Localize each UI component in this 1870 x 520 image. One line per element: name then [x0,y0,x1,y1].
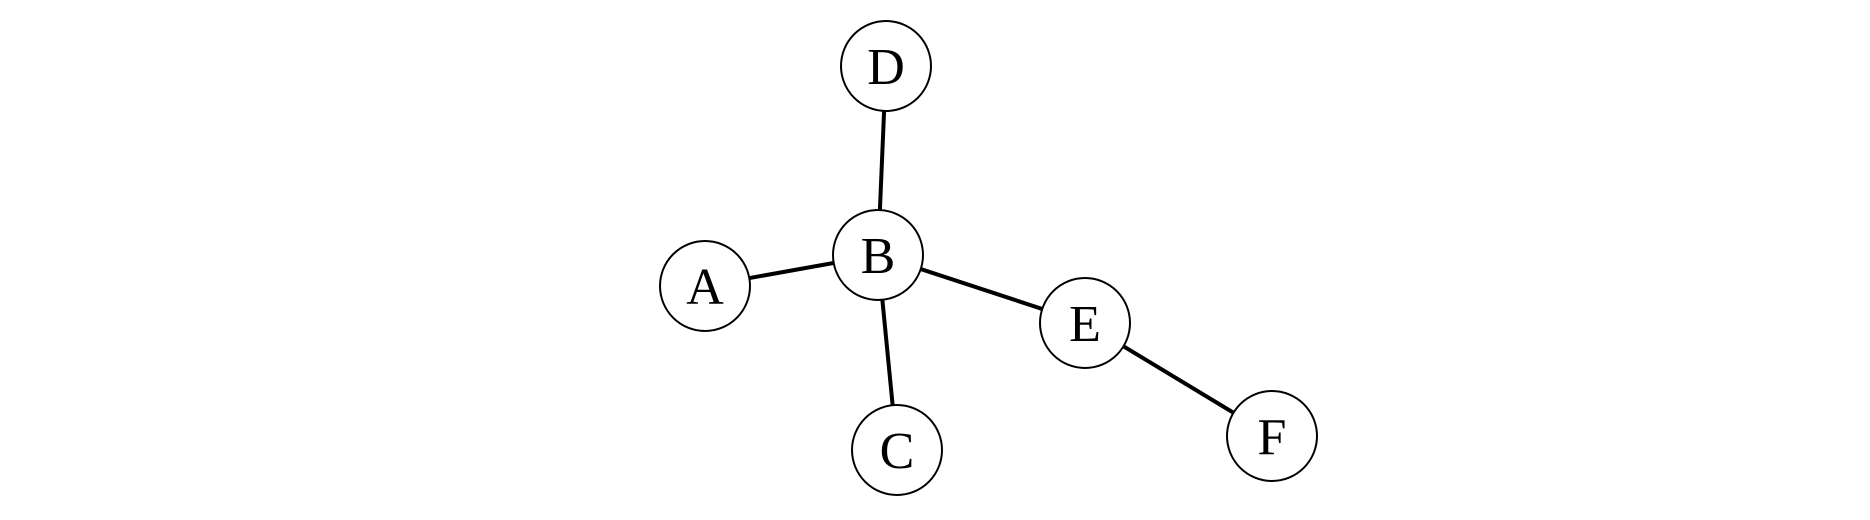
node-E-label: E [1069,296,1101,353]
node-C-circle [851,404,943,496]
node-A-circle [659,240,751,332]
node-A: A [659,240,751,332]
node-E: E [1039,277,1131,369]
node-C: C [851,404,943,496]
node-F-label: F [1258,409,1287,466]
node-B: B [832,209,924,301]
node-D: D [840,20,932,112]
node-D-label: D [867,39,905,96]
node-F: F [1226,390,1318,482]
node-C-label: C [880,423,915,480]
node-A-label: A [686,259,724,316]
node-B-label: B [861,228,896,285]
node-E-circle [1039,277,1131,369]
node-F-circle [1226,390,1318,482]
node-B-circle [832,209,924,301]
node-D-circle [840,20,932,112]
